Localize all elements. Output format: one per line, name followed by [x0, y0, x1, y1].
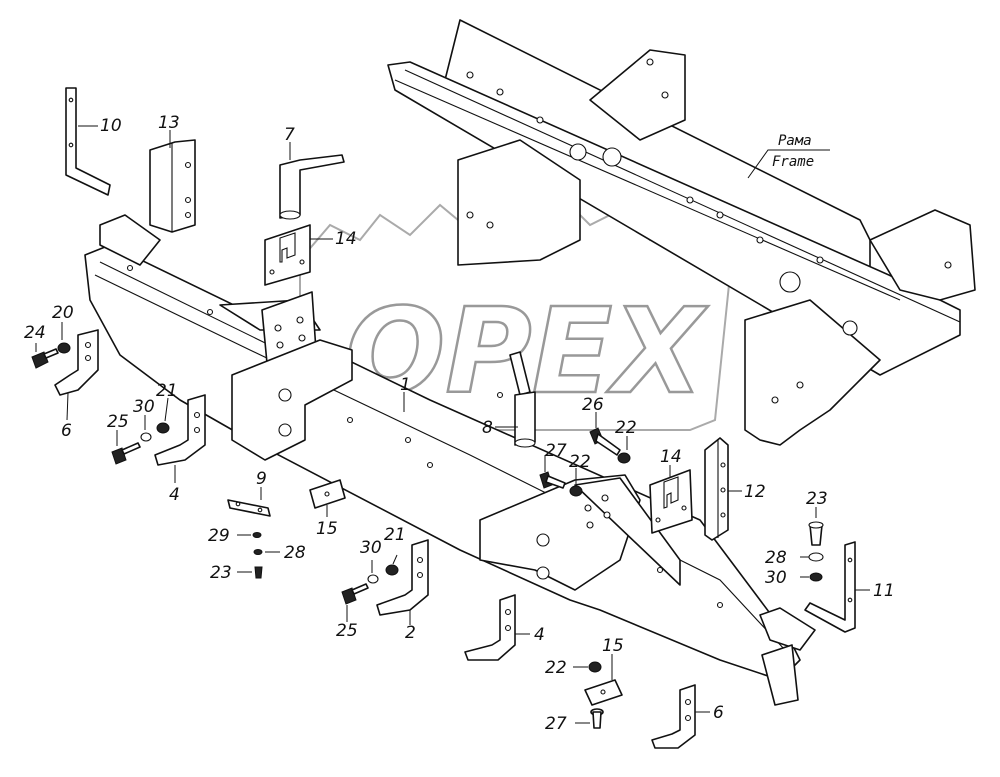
part-30-washer-right — [809, 572, 823, 582]
part-9-strip — [227, 499, 271, 517]
part-2-bracket — [376, 539, 429, 616]
callout-26: 26 — [582, 395, 604, 415]
frame-label-en: Frame — [772, 154, 814, 170]
part-15-plate-middle — [309, 479, 346, 509]
callout-14-top: 14 — [335, 229, 357, 249]
callout-27-middle: 27 — [545, 441, 567, 461]
part-6-bracket-right — [651, 684, 696, 749]
callout-29: 29 — [208, 526, 230, 546]
callout-21-left: 21 — [156, 381, 178, 401]
part-24-bolt — [31, 348, 59, 369]
callout-6-right: 6 — [713, 703, 724, 723]
callout-23-left: 23 — [210, 563, 232, 583]
part-22-nut-top — [617, 452, 631, 464]
part-23-small — [254, 566, 263, 579]
part-27-bolt-lower — [590, 708, 604, 729]
callout-12: 12 — [744, 482, 766, 502]
callout-7: 7 — [284, 125, 295, 145]
callout-15-lower: 15 — [602, 636, 624, 656]
part-10-l-bracket — [65, 87, 111, 196]
frame-label-ru: Рама — [778, 133, 812, 149]
callout-23-right: 23 — [806, 489, 828, 509]
callout-21-middle: 21 — [384, 525, 406, 545]
part-21-nut-left — [156, 422, 170, 434]
part-21-nut-middle — [385, 564, 399, 576]
callout-13: 13 — [158, 113, 180, 133]
callout-9: 9 — [256, 469, 267, 489]
callout-1: 1 — [400, 375, 411, 395]
callout-8: 8 — [482, 418, 493, 438]
frame-label: Рама Frame — [747, 133, 830, 179]
part-8-pin — [509, 351, 536, 448]
callout-15-middle: 15 — [316, 519, 338, 539]
part-22-nut-middle — [569, 485, 583, 497]
callout-27-lower: 27 — [545, 714, 567, 734]
part-6-bracket-left — [54, 329, 99, 396]
part-28-washer-right — [808, 552, 824, 562]
bumper-beam — [84, 214, 816, 706]
part-7-pin — [279, 154, 345, 220]
part-25-bolt-middle — [341, 583, 369, 605]
leader-lines — [35, 125, 870, 724]
part-29-small — [252, 532, 262, 538]
callout-11: 11 — [873, 581, 895, 601]
callout-4-middle: 4 — [534, 625, 545, 645]
part-30-washer-left — [140, 432, 152, 442]
callout-30-left: 30 — [133, 397, 155, 417]
part-4-bracket-middle — [464, 594, 516, 661]
callout-22-top: 22 — [615, 418, 637, 438]
part-27-bolt-middle — [539, 471, 566, 489]
callouts: 10 13 7 14 24 20 6 1 21 30 25 4 8 26 22 … — [24, 113, 895, 734]
vehicle-frame — [387, 19, 976, 446]
callout-14-right: 14 — [660, 447, 682, 467]
part-14-slotted-plate-right — [649, 469, 693, 534]
callout-2: 2 — [405, 623, 416, 643]
callout-28-left: 28 — [284, 543, 306, 563]
callout-28-right: 28 — [765, 548, 787, 568]
callout-6-left: 6 — [61, 421, 72, 441]
part-28-small — [253, 549, 263, 555]
callout-20: 20 — [52, 303, 74, 323]
part-20-nut — [57, 342, 71, 354]
part-14-slotted-plate — [264, 224, 311, 286]
part-30-washer-middle — [367, 574, 379, 584]
part-12-curved-plate — [704, 437, 729, 541]
part-13-curved-plate — [149, 139, 196, 233]
callout-25-middle: 25 — [336, 621, 358, 641]
callout-10: 10 — [100, 116, 122, 136]
part-11-l-bracket — [804, 541, 856, 633]
part-22-nut-lower — [588, 661, 602, 673]
part-4-bracket-left — [154, 394, 206, 466]
callout-30-middle: 30 — [360, 538, 382, 558]
callout-30-right: 30 — [765, 568, 787, 588]
part-26-bolt — [589, 427, 621, 456]
callout-22-middle: 22 — [569, 452, 591, 472]
callout-25-left: 25 — [107, 412, 129, 432]
callout-4-left: 4 — [169, 485, 180, 505]
callout-22-lower: 22 — [545, 658, 567, 678]
part-25-bolt-left — [111, 442, 141, 465]
part-15-plate-lower — [584, 679, 623, 706]
callout-24: 24 — [24, 323, 46, 343]
part-23-bolt-right — [808, 521, 824, 546]
